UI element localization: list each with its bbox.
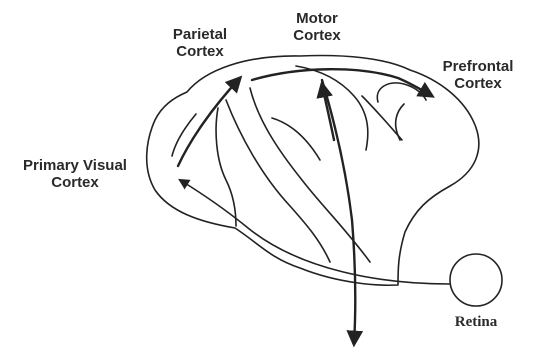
prefrontal-loop-arrow	[377, 83, 426, 102]
motor-label-line1: Motor	[282, 10, 352, 27]
retina-circle	[450, 254, 502, 306]
sulcus	[226, 100, 330, 262]
retina-label: Retina	[436, 314, 516, 331]
sulcus	[272, 118, 320, 160]
parietal-to-prefrontal-arrow	[252, 69, 432, 96]
brain-outline	[147, 56, 479, 286]
sulcus	[216, 108, 236, 226]
parietal-label-line2: Cortex	[160, 43, 240, 60]
motor-cortex-label: Motor Cortex	[282, 10, 352, 44]
sulcus	[172, 114, 196, 156]
prefrontal-label-line1: Prefrontal	[430, 58, 526, 75]
sulcus	[396, 104, 404, 140]
prefrontal-label-line2: Cortex	[430, 75, 526, 92]
motor-descending-arrow	[322, 80, 355, 344]
prefrontal-cortex-label: Prefrontal Cortex	[430, 58, 526, 92]
parietal-label-line1: Parietal	[160, 26, 240, 43]
sulcus	[296, 66, 368, 150]
visual-label-line2: Cortex	[14, 174, 136, 191]
primary-visual-cortex-label: Primary Visual Cortex	[14, 157, 136, 191]
motor-label-line2: Cortex	[282, 27, 352, 44]
visual-label-line1: Primary Visual	[14, 157, 136, 174]
parietal-cortex-label: Parietal Cortex	[160, 26, 240, 60]
